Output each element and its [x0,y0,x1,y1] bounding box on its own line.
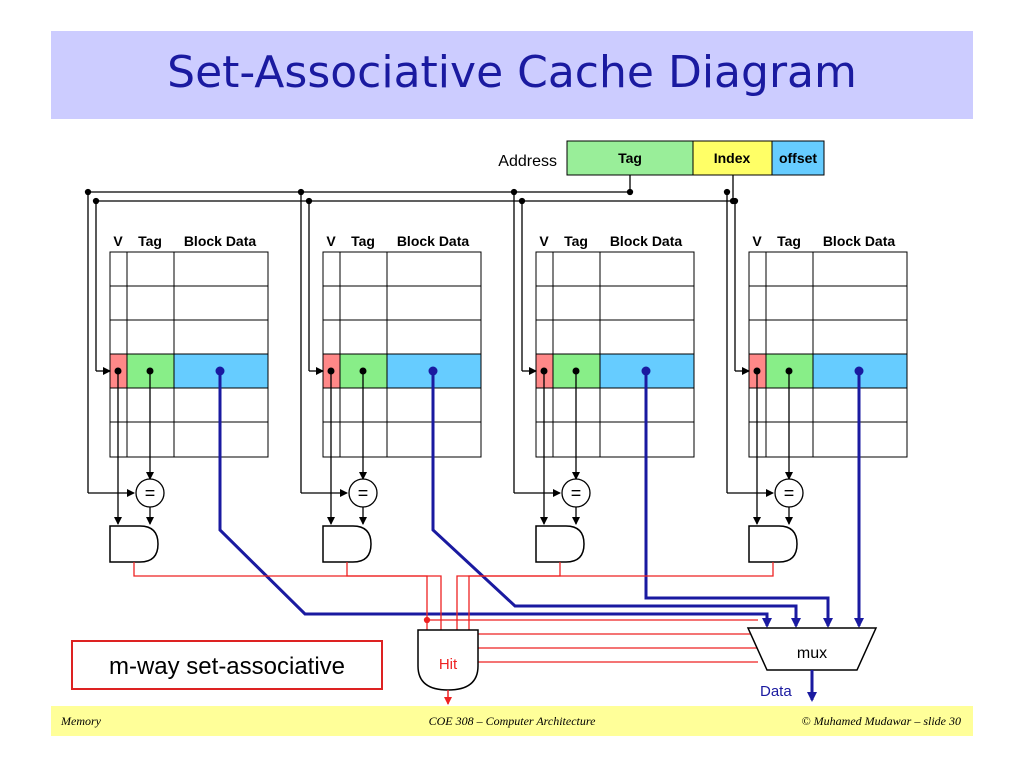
cache-way-1: V Tag Block Data = [84,188,772,630]
address-field-index-label: Index [714,150,751,166]
way-header-tag: Tag [138,233,162,249]
footer-left: Memory [61,714,101,728]
comparator-symbol: = [784,483,795,503]
way-header-v: V [113,233,123,249]
way-header-tag: Tag [351,233,375,249]
index-wires [297,188,348,497]
cache-way-4: V Tag Block Data = [468,188,908,630]
index-wires [723,188,774,497]
hit-wire [346,562,442,630]
and-gate [535,525,585,563]
footer-center: COE 308 – Computer Architecture [428,714,596,728]
hit-wire [468,562,774,630]
data-wire [431,371,801,628]
way-header-data: Block Data [397,233,470,249]
cache-grid [109,251,269,458]
cache-way-2: V Tag Block Data = [297,188,801,630]
address-bus [88,175,737,205]
way-header-v: V [752,233,762,249]
comparator-symbol: = [571,483,582,503]
hit-wire [133,562,428,630]
mux-label: mux [797,645,827,662]
title-bar: Set-Associative Cache Diagram [51,31,973,119]
cache-way-3: V Tag Block Data = [456,188,833,630]
mux-block [746,627,878,671]
address-field-tag-label: Tag [618,150,642,166]
way-header-v: V [539,233,549,249]
comparator-symbol: = [145,483,156,503]
hit-label: Hit [439,656,458,673]
address-field-index [692,140,773,176]
data-output-label: Data [760,683,792,700]
cache-grid [322,251,482,458]
and-gate [109,525,159,563]
address-field-offset-label: offset [779,150,817,166]
cache-grid [748,251,908,458]
footer-right: © Muhamed Mudawar – slide 30 [801,714,961,728]
data-wire [644,371,833,628]
comparator-symbol: = [358,483,369,503]
way-header-tag: Tag [564,233,588,249]
address-field-offset [771,140,825,176]
slide-title: Set-Associative Cache Diagram [167,47,857,98]
and-gate [748,525,798,563]
way-header-data: Block Data [610,233,683,249]
cache-grid [535,251,695,458]
address-register: Tag Index offset [566,140,825,176]
callout-text: m-way set-associative [108,653,346,680]
and-gate [322,525,372,563]
way-header-data: Block Data [823,233,896,249]
index-wires [84,188,135,497]
way-header-v: V [326,233,336,249]
address-label: Address [498,153,557,170]
footer: Memory COE 308 – Computer Architecture ©… [51,706,973,736]
way-header-data: Block Data [184,233,257,249]
index-wires [510,188,561,497]
data-wire [218,371,772,628]
way-header-tag: Tag [777,233,801,249]
callout-box: m-way set-associative [71,640,383,690]
